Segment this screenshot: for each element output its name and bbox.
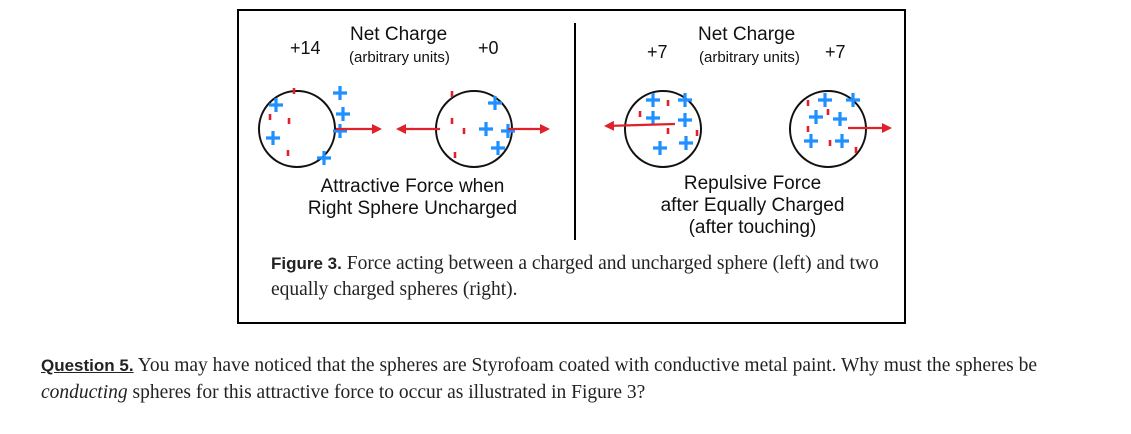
- positive-charge-icon: [269, 98, 283, 112]
- positive-charge-icon: [491, 141, 505, 155]
- figure-caption: Figure 3. Force acting between a charged…: [271, 251, 891, 303]
- positive-charge-icon: [317, 151, 331, 165]
- repulsive-force-line3: (after touching): [688, 217, 817, 238]
- right-panel-right-charge: +7: [825, 42, 846, 62]
- repulsive-force-line1: Repulsive Force: [683, 173, 822, 194]
- positive-charge-icon: [488, 96, 502, 110]
- positive-charge-icon: [835, 134, 849, 148]
- right-net-charge-units: (arbitrary units): [699, 49, 800, 66]
- question-text-before: You may have noticed that the spheres ar…: [133, 355, 1038, 376]
- positive-charge-icon: [501, 124, 515, 138]
- positive-charge-icon: [479, 122, 493, 136]
- left-sphere-charge: +14: [290, 38, 321, 58]
- positive-charge-icon: [818, 93, 832, 107]
- positive-charge-icon: [809, 110, 823, 124]
- question-text-after: spheres for this attractive force to occ…: [127, 382, 646, 403]
- positive-charge-icon: [646, 93, 660, 107]
- positive-charge-icon: [266, 131, 280, 145]
- repulsive-force-arrow-left: [604, 120, 676, 131]
- repulsive-force-label: Repulsive Force after Equally Charged (a…: [640, 173, 865, 239]
- attractive-force-label: Attractive Force when Right Sphere Uncha…: [290, 176, 535, 220]
- positive-charge-icon: [646, 111, 660, 125]
- figure-caption-text: Force acting between a charged and uncha…: [271, 253, 879, 300]
- positive-charge-icon: [678, 113, 692, 127]
- question-5: Question 5. You may have noticed that th…: [41, 352, 1101, 406]
- figure-caption-label: Figure 3.: [271, 254, 342, 273]
- positive-charge-icon: [678, 93, 692, 107]
- repulsive-force-line2: after Equally Charged: [660, 195, 845, 216]
- attractive-force-line2: Right Sphere Uncharged: [307, 198, 518, 219]
- charged-sphere-left: [258, 90, 336, 168]
- left-net-charge-title: Net Charge: [350, 24, 448, 45]
- panel-divider: [574, 23, 576, 240]
- positive-charge-icon: [333, 124, 347, 138]
- positive-charge-icon: [679, 136, 693, 150]
- right-sphere-charge: +0: [478, 38, 499, 58]
- question-emphasis: conducting: [41, 382, 128, 403]
- positive-charge-icon: [333, 86, 347, 100]
- right-net-charge-title: Net Charge: [698, 24, 796, 45]
- figure-frame: [237, 9, 906, 324]
- positive-charge-icon: [804, 134, 818, 148]
- equally-charged-sphere-left: [624, 90, 702, 168]
- positive-charge-icon: [846, 93, 860, 107]
- question-label: Question 5.: [41, 356, 134, 375]
- positive-charge-icon: [833, 112, 847, 126]
- positive-charge-icon: [336, 107, 350, 121]
- attractive-force-line1: Attractive Force when: [320, 176, 505, 197]
- right-panel-left-charge: +7: [647, 42, 668, 62]
- left-net-charge-units: (arbitrary units): [349, 49, 450, 66]
- positive-charge-icon: [653, 141, 667, 155]
